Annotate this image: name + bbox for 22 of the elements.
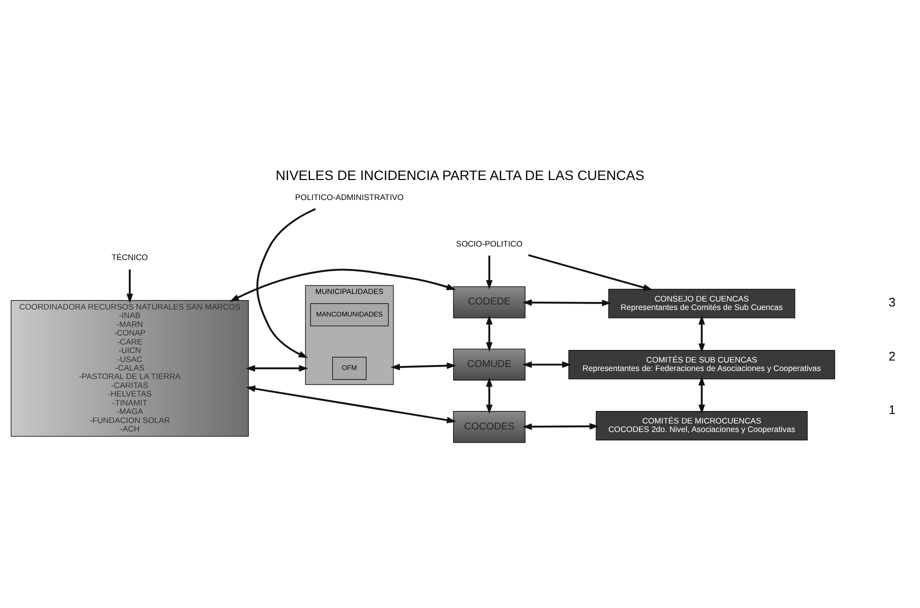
arrow	[246, 385, 456, 423]
arrow	[390, 362, 456, 370]
arrow	[522, 422, 599, 430]
arrow	[698, 376, 706, 414]
node-box: COCODES	[453, 410, 526, 442]
label: 2	[888, 348, 896, 363]
label: 3	[888, 295, 896, 310]
arrow	[486, 376, 493, 414]
arrow	[486, 314, 493, 352]
arrow	[256, 208, 316, 358]
arrow	[522, 360, 572, 368]
arrow	[522, 298, 612, 306]
node-box: COMUDE	[453, 348, 526, 380]
diagram-title: NIVELES DE INCIDENCIA PARTE ALTA DE LAS CUENCAS	[276, 167, 644, 182]
arrow	[126, 268, 134, 303]
node-box: CODEDE	[453, 286, 526, 318]
arrow	[528, 254, 653, 290]
arrow	[486, 255, 493, 290]
arrow	[246, 364, 308, 372]
label: 1	[888, 402, 896, 416]
arrow	[698, 314, 706, 352]
arrow	[230, 268, 456, 302]
